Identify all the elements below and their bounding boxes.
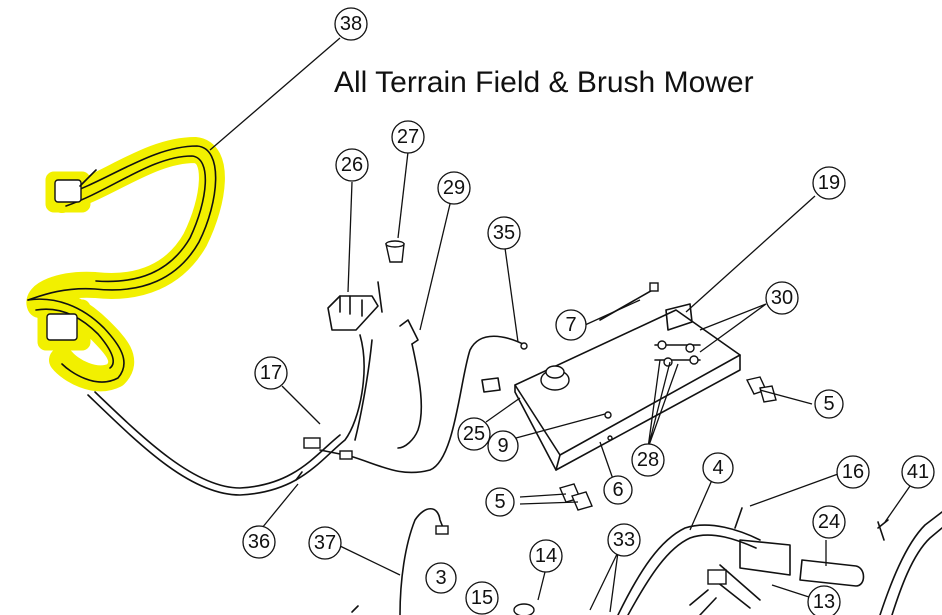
callout-5-right: 5 <box>814 389 844 419</box>
cable-37 <box>399 507 449 615</box>
callout-27: 27 <box>391 120 425 154</box>
svg-text:17: 17 <box>260 362 282 384</box>
svg-text:9: 9 <box>497 435 508 457</box>
callout-4: 4 <box>702 452 734 484</box>
svg-text:33: 33 <box>613 529 635 551</box>
callout-16: 16 <box>836 455 870 489</box>
svg-text:28: 28 <box>637 449 659 471</box>
callout-35: 35 <box>487 216 521 250</box>
callout-6: 6 <box>603 475 633 505</box>
svg-text:6: 6 <box>612 479 623 501</box>
callout-37: 37 <box>308 526 342 560</box>
control-plate-6 <box>514 303 741 471</box>
callout-17: 17 <box>254 356 288 390</box>
callout-5-left: 5 <box>485 487 515 517</box>
svg-text:5: 5 <box>823 393 834 415</box>
callout-24: 24 <box>812 505 846 539</box>
svg-text:38: 38 <box>340 13 362 35</box>
svg-text:36: 36 <box>248 531 270 553</box>
svg-text:19: 19 <box>818 172 840 194</box>
svg-text:25: 25 <box>463 423 485 445</box>
leader-lines <box>209 37 911 613</box>
svg-text:30: 30 <box>771 287 793 309</box>
part-35-clevis <box>481 377 501 393</box>
svg-text:27: 27 <box>397 126 419 148</box>
handle-assembly <box>617 507 942 615</box>
svg-text:35: 35 <box>493 222 515 244</box>
callout-13: 13 <box>807 585 841 615</box>
svg-text:16: 16 <box>842 461 864 483</box>
fasteners-5 <box>559 376 777 511</box>
svg-text:7: 7 <box>565 314 576 336</box>
svg-text:4: 4 <box>712 457 723 479</box>
callout-3: 3 <box>425 562 457 594</box>
callout-26: 26 <box>335 148 369 182</box>
diagram-title: All Terrain Field & Brush Mower <box>334 66 754 99</box>
harness-38 <box>27 145 217 383</box>
callout-41: 41 <box>901 455 935 489</box>
svg-text:3: 3 <box>435 567 446 589</box>
callout-25: 25 <box>457 417 491 451</box>
bolt-7 <box>599 282 659 321</box>
callout-33: 33 <box>607 523 641 557</box>
callout-7: 7 <box>555 309 587 341</box>
callout-14: 14 <box>529 539 563 573</box>
part-26-bracket <box>327 281 383 441</box>
parts-bottom-misc <box>351 603 535 615</box>
svg-text:14: 14 <box>535 545 557 567</box>
callout-19: 19 <box>812 166 846 200</box>
cable-17 <box>87 334 528 496</box>
svg-text:37: 37 <box>314 532 336 554</box>
svg-text:5: 5 <box>494 491 505 513</box>
part-27-knob <box>385 240 405 263</box>
callout-29: 29 <box>437 171 471 205</box>
callout-36: 36 <box>242 525 276 559</box>
svg-text:15: 15 <box>471 587 493 609</box>
svg-text:13: 13 <box>813 591 835 613</box>
part-29-lever <box>397 319 423 449</box>
svg-text:26: 26 <box>341 154 363 176</box>
svg-text:24: 24 <box>818 511 840 533</box>
callout-28: 28 <box>631 443 665 477</box>
callout-9: 9 <box>487 430 519 462</box>
callout-15: 15 <box>465 581 499 615</box>
callout-30: 30 <box>765 281 799 315</box>
callout-38: 38 <box>334 7 368 41</box>
svg-text:41: 41 <box>907 461 929 483</box>
svg-text:29: 29 <box>443 177 465 199</box>
